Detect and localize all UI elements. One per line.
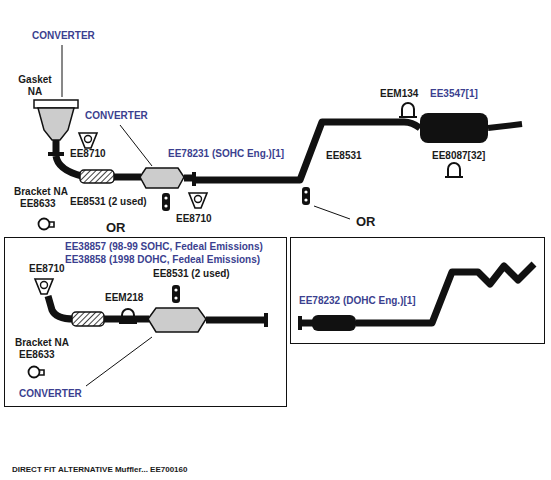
- part-number: EE78232 (DOHC Eng.)[1]: [299, 295, 416, 307]
- flex-pipe: [72, 312, 104, 326]
- leader-line: [314, 206, 350, 219]
- flange: [48, 152, 64, 156]
- bracket-symbol: [29, 367, 45, 378]
- pipe: [53, 140, 60, 152]
- flange: [298, 316, 302, 330]
- part-number: EE8087[32]: [432, 150, 485, 162]
- leader-line: [120, 125, 152, 166]
- pipe: [114, 174, 141, 181]
- catalytic-converter: [148, 308, 206, 332]
- inset-box: EE38857 (98-99 SOHC, Fedeal Emissions)EE…: [4, 237, 287, 407]
- flange: [264, 313, 268, 327]
- part-label: Bracket NA: [14, 186, 68, 198]
- hanger-symbol: [302, 187, 310, 205]
- pipe: [104, 316, 149, 323]
- gasket-symbol: [35, 279, 53, 294]
- caption: DIRECT FIT ALTERNATIVE Muffler... EE7001…: [12, 465, 187, 475]
- flange: [192, 172, 196, 186]
- manifold-gasket: [34, 100, 78, 108]
- clamp-symbol: [445, 163, 463, 177]
- or-marker: OR: [356, 214, 376, 229]
- leader-line: [62, 45, 63, 97]
- intermediate-pipe: [356, 264, 534, 323]
- part-number: EE38857 (98-99 SOHC, Fedeal Emissions): [65, 241, 263, 253]
- leader-line: [86, 337, 152, 386]
- part-number: EE3547[1]: [430, 88, 478, 100]
- catalytic-converter: [140, 168, 184, 188]
- part-number: EEM134: [380, 88, 418, 100]
- part-number: CONVERTER: [19, 388, 82, 400]
- muffler: [420, 113, 488, 143]
- clamp-symbol: [119, 309, 137, 323]
- resonator: [312, 315, 356, 331]
- pipe: [184, 175, 192, 182]
- part-number: EE8531: [326, 150, 362, 162]
- inset-box: EE78232 (DOHC Eng.)[1]: [290, 237, 545, 344]
- or-marker: OR: [106, 220, 126, 235]
- part-label: CONVERTER: [32, 30, 95, 42]
- part-number: EE8710: [70, 148, 106, 160]
- part-number: EE38858 (1998 DOHC, Fedeal Emissions): [65, 254, 260, 266]
- hanger-symbol: [172, 285, 180, 303]
- part-number: EE8633: [19, 349, 55, 361]
- part-label: CONVERTER: [85, 110, 148, 122]
- pipe: [206, 317, 264, 324]
- part-number: Bracket NA: [15, 337, 69, 349]
- part-number: EE8531 (2 used): [70, 196, 147, 208]
- part-number: EE8633: [20, 198, 56, 210]
- flex-pipe: [80, 170, 114, 183]
- part-label: Gasket NA: [14, 74, 56, 98]
- part-number: EE8710: [29, 263, 65, 275]
- tailpipe: [488, 124, 522, 128]
- part-number: EEM218: [105, 292, 143, 304]
- manifold-converter: [38, 108, 74, 140]
- part-number: EE8710: [176, 213, 212, 225]
- part-number: EE78231 (SOHC Eng.)[1]: [168, 148, 284, 160]
- clamp-symbol: [399, 103, 417, 117]
- gasket-symbol: [189, 193, 207, 208]
- hanger-symbol: [162, 193, 170, 211]
- bracket-symbol: [39, 219, 55, 230]
- part-number: EE8531 (2 used): [153, 268, 230, 280]
- pipe: [48, 296, 74, 319]
- gasket-symbol: [79, 133, 97, 148]
